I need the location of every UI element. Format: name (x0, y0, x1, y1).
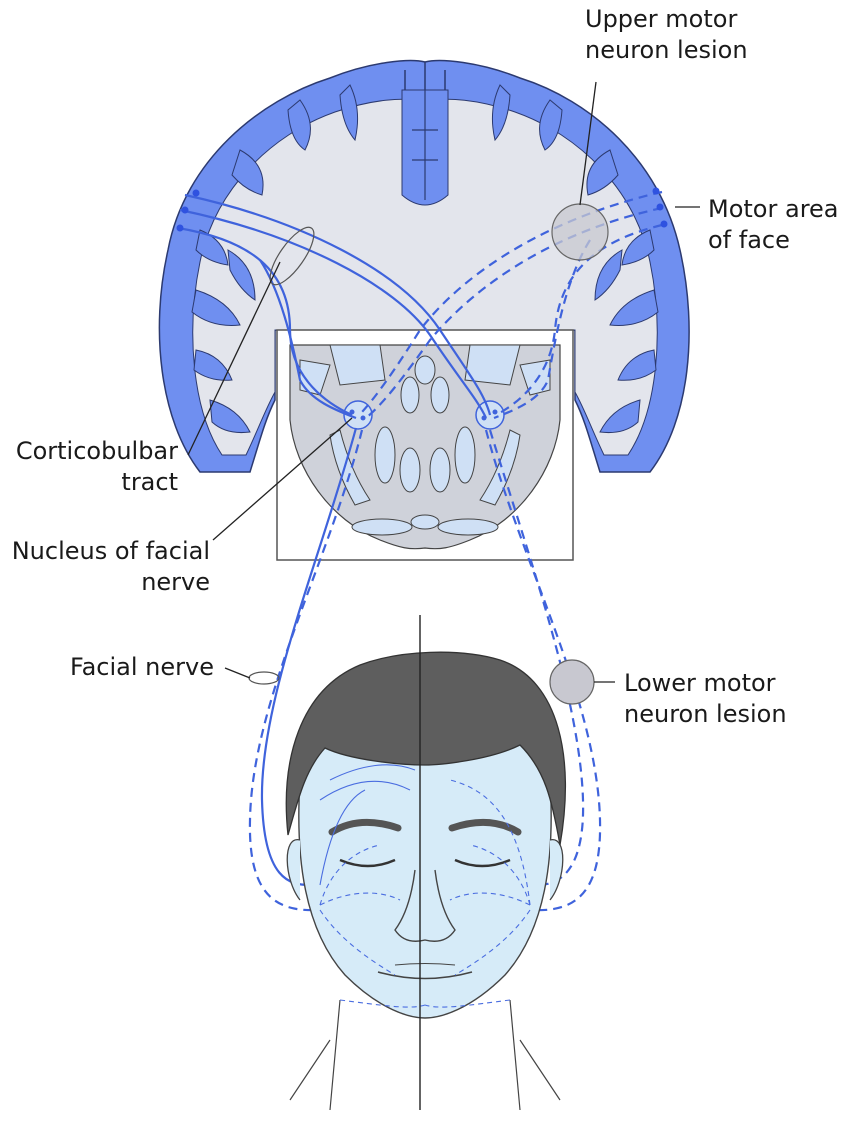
label-motor-area-line-2: of face (708, 225, 839, 256)
label-motor-area-line-1: Motor area (708, 194, 839, 225)
upper-motor-lesion-marker (552, 204, 608, 260)
label-upper-motor-neuron-lesion: Upper motor neuron lesion (585, 4, 748, 66)
label-facial-nerve: Facial nerve (70, 652, 214, 683)
label-nucleus-of-facial-nerve: Nucleus of facial nerve (8, 536, 210, 598)
label-corticobulbar-tract: Corticobulbar tract (8, 436, 178, 498)
label-upper-motor-line-1: Upper motor (585, 4, 748, 35)
lower-motor-lesion-marker (550, 660, 594, 704)
label-corticobulbar-line-1: Corticobulbar (8, 436, 178, 467)
label-lower-motor-line-1: Lower motor (624, 668, 787, 699)
label-corticobulbar-line-2: tract (8, 467, 178, 498)
facial-nerve-marker (249, 672, 279, 684)
label-facial-nerve-text: Facial nerve (70, 652, 214, 683)
label-lower-motor-neuron-lesion: Lower motor neuron lesion (624, 668, 787, 730)
label-motor-area-of-face: Motor area of face (708, 194, 839, 256)
face-illustration (286, 615, 565, 1110)
label-nucleus-line-2: nerve (8, 567, 210, 598)
label-lower-motor-line-2: neuron lesion (624, 699, 787, 730)
label-nucleus-line-1: Nucleus of facial (8, 536, 210, 567)
label-upper-motor-line-2: neuron lesion (585, 35, 748, 66)
